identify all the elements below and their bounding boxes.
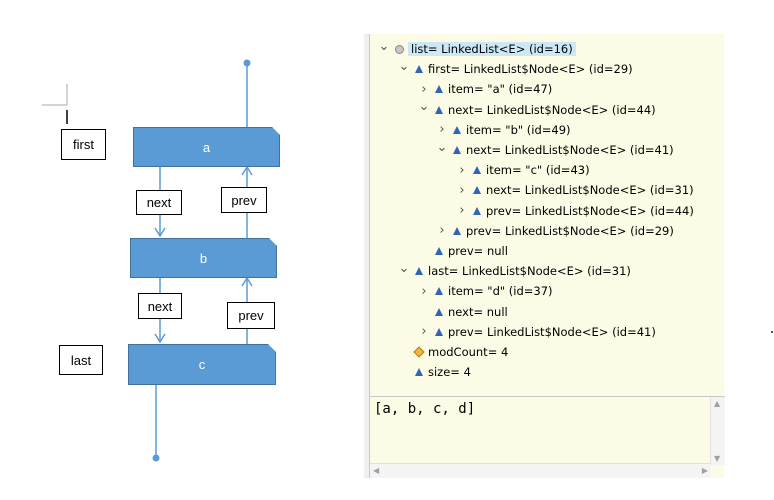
variables-tree[interactable]: ⌄ list= LinkedList<E> (id=16) ⌄ first= Link…	[370, 34, 724, 396]
default-field-icon	[430, 307, 448, 316]
variable-row[interactable]: › item= "d" (id=37)	[418, 281, 553, 301]
default-field-icon	[448, 146, 466, 154]
variable-label: next= LinkedList$Node<E> (id=41)	[466, 143, 674, 157]
detail-pane[interactable]: [a, b, c, d] ▲ ▼ ◀ ▶	[370, 396, 725, 478]
variable-row[interactable]: modCount= 4	[398, 342, 508, 362]
linked-list-diagram: a b c first last next prev next prev	[0, 0, 360, 500]
default-field-icon	[430, 105, 448, 114]
variable-label: prev= LinkedList$Node<E> (id=44)	[486, 203, 694, 218]
expand-chevron-icon[interactable]: ›	[421, 324, 427, 340]
variable-label: item= "d" (id=37)	[448, 284, 553, 299]
collapse-chevron-icon[interactable]: ⌄	[418, 99, 430, 115]
default-field-icon	[468, 206, 486, 215]
next-label-1: next	[136, 190, 182, 215]
variable-label: prev= LinkedList$Node<E> (id=29)	[466, 223, 674, 238]
variable-row[interactable]: › prev= LinkedList$Node<E> (id=29)	[436, 221, 674, 241]
variable-label: prev= LinkedList$Node<E> (id=41)	[448, 324, 656, 339]
first-label: first	[61, 129, 106, 160]
variable-label: item= "c" (id=43)	[486, 163, 590, 178]
expand-chevron-icon[interactable]: ›	[421, 283, 427, 299]
default-field-icon	[410, 368, 428, 377]
prev-label-2: prev	[227, 302, 275, 329]
variable-row[interactable]: next= null	[418, 302, 508, 322]
next-arrowhead-2	[154, 333, 166, 344]
top-end-dot	[243, 59, 251, 67]
variable-label: next= LinkedList$Node<E> (id=31)	[486, 183, 694, 198]
variable-row[interactable]: ⌄ first= LinkedList$Node<E> (id=29)	[398, 59, 633, 79]
detail-horizontal-scrollbar[interactable]: ◀ ▶	[370, 463, 711, 478]
default-field-icon	[410, 65, 428, 74]
variable-label: modCount= 4	[428, 345, 509, 359]
default-field-icon	[448, 226, 466, 235]
variable-row[interactable]: › item= "a" (id=47)	[418, 79, 552, 99]
expand-chevron-icon[interactable]: ›	[459, 162, 465, 178]
default-field-icon	[430, 85, 448, 94]
variable-row[interactable]: ⌄ last= LinkedList$Node<E> (id=31)	[398, 261, 631, 281]
node-a: a	[133, 127, 280, 167]
default-field-icon	[410, 267, 428, 276]
scroll-left-icon[interactable]: ◀	[373, 466, 380, 475]
collapse-chevron-icon[interactable]: ⌄	[398, 58, 410, 74]
protected-field-icon	[410, 346, 428, 358]
variable-row[interactable]: ⌄ next= LinkedList$Node<E> (id=41)	[436, 140, 674, 160]
variable-label: item= "a" (id=47)	[448, 82, 553, 97]
stray-dot	[771, 331, 773, 333]
panel-splitter[interactable]	[364, 34, 369, 478]
variable-row[interactable]: › prev= LinkedList$Node<E> (id=44)	[456, 201, 694, 221]
next-arrowhead-1	[154, 227, 166, 238]
variable-label: size= 4	[428, 365, 471, 380]
variable-label: list= LinkedList<E> (id=16)	[408, 42, 576, 56]
node-c: c	[128, 344, 276, 385]
variable-row[interactable]: › item= "c" (id=43)	[456, 160, 590, 180]
variable-label: prev= null	[448, 244, 508, 258]
variable-label: next= LinkedList$Node<E> (id=44)	[448, 102, 656, 117]
default-field-icon	[430, 327, 448, 336]
node-b: b	[130, 238, 277, 278]
variable-label: next= null	[448, 304, 508, 319]
expand-chevron-icon[interactable]: ›	[459, 203, 465, 219]
variable-label: last= LinkedList$Node<E> (id=31)	[428, 264, 631, 279]
collapse-chevron-icon[interactable]: ⌄	[436, 139, 448, 155]
expand-chevron-icon[interactable]: ›	[439, 223, 445, 239]
variable-row[interactable]: prev= null	[418, 241, 508, 261]
collapse-chevron-icon[interactable]: ⌄	[378, 38, 390, 54]
default-field-icon	[468, 186, 486, 195]
detail-vertical-scrollbar[interactable]: ▲ ▼	[710, 397, 725, 465]
variable-row[interactable]: size= 4	[398, 362, 471, 382]
variable-row[interactable]: › item= "b" (id=49)	[436, 120, 571, 140]
variable-label: item= "b" (id=49)	[466, 122, 571, 137]
variable-row[interactable]: ⌄ list= LinkedList<E> (id=16)	[378, 39, 576, 59]
prev-label-1: prev	[221, 187, 267, 213]
local-variable-icon	[390, 44, 408, 54]
next-label-2: next	[138, 293, 182, 319]
variable-row[interactable]: ⌄ next= LinkedList$Node<E> (id=44)	[418, 99, 656, 120]
collapse-chevron-icon[interactable]: ⌄	[398, 260, 410, 276]
default-field-icon	[448, 125, 466, 134]
expand-chevron-icon[interactable]: ›	[439, 122, 445, 138]
prev-arrowhead-1	[241, 165, 253, 176]
scroll-down-icon[interactable]: ▼	[714, 454, 721, 463]
scroll-right-icon[interactable]: ▶	[701, 466, 708, 475]
detail-value: [a, b, c, d]	[374, 401, 476, 417]
default-field-icon	[430, 287, 448, 296]
variable-label: first= LinkedList$Node<E> (id=29)	[428, 62, 633, 77]
expand-chevron-icon[interactable]: ›	[459, 182, 465, 198]
variable-row[interactable]: › next= LinkedList$Node<E> (id=31)	[456, 180, 694, 200]
variables-view: ⌄ list= LinkedList<E> (id=16) ⌄ first= Link…	[369, 34, 725, 478]
default-field-icon	[430, 247, 448, 255]
bottom-end-dot	[152, 454, 160, 462]
default-field-icon	[468, 166, 486, 175]
scroll-up-icon[interactable]: ▲	[714, 399, 721, 408]
prev-arrowhead-2	[241, 276, 253, 287]
last-label: last	[59, 345, 103, 375]
variable-row[interactable]: › prev= LinkedList$Node<E> (id=41)	[418, 322, 656, 342]
expand-chevron-icon[interactable]: ›	[421, 81, 427, 97]
